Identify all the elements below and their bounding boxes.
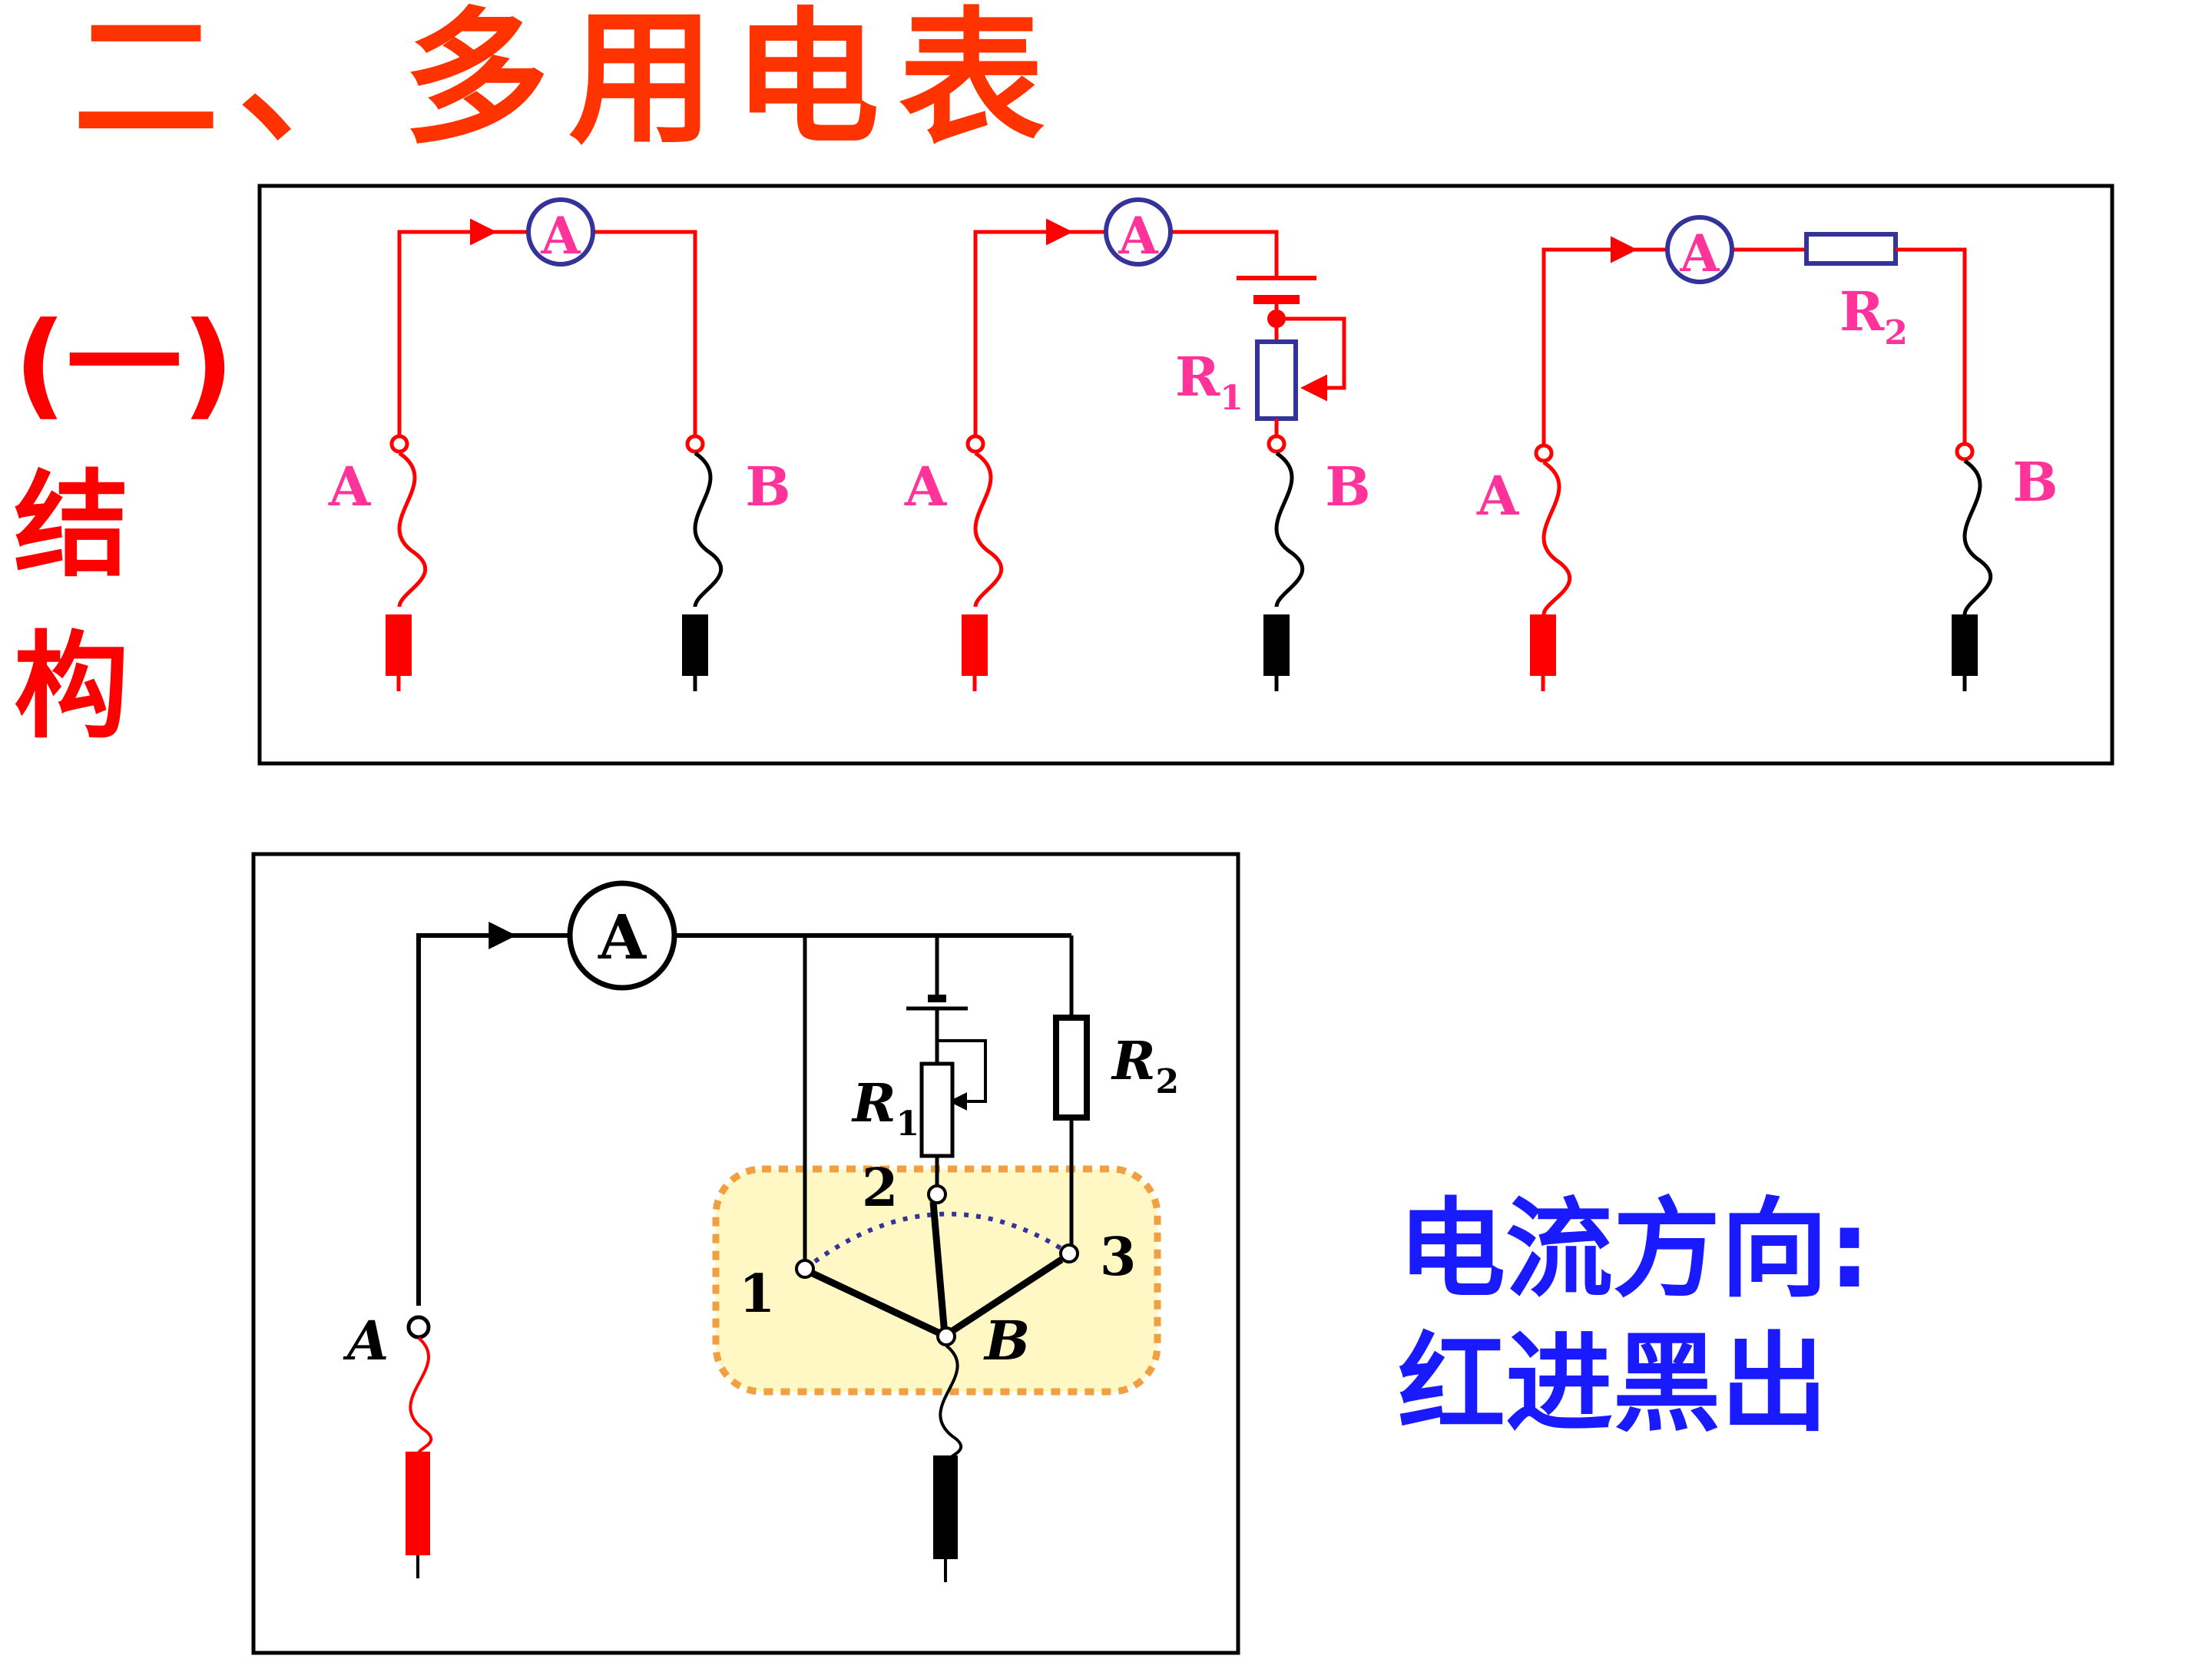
switch-pivot-b <box>936 1326 956 1346</box>
section-heading: (一)结构 <box>14 298 235 754</box>
bottom-diagram: A A B R1 <box>343 880 1179 1582</box>
ammeter-3-label: A <box>1679 224 1720 283</box>
top-diagram-1: A A B <box>328 197 791 691</box>
ammeter-2 <box>1104 197 1173 267</box>
terminal-a-3-label: A <box>1476 464 1520 528</box>
contact-1 <box>795 1259 815 1279</box>
ammeter-main <box>567 880 677 991</box>
terminal-b-1 <box>685 434 705 454</box>
r2-label: R2 <box>1839 280 1908 353</box>
terminal-a-main-label: A <box>343 1309 389 1373</box>
black-probe-1 <box>682 614 708 676</box>
resistor-r1 <box>1255 339 1298 421</box>
terminal-b-3-label: B <box>2012 450 2058 514</box>
terminal-b-main-label: B <box>983 1309 1030 1373</box>
black-probe-3 <box>1952 614 1978 676</box>
contact-3 <box>1059 1243 1079 1263</box>
black-probe-main <box>933 1455 958 1559</box>
red-probe-2 <box>962 614 988 676</box>
terminal-a-2-label: A <box>904 455 948 518</box>
top-diagram-3: A A B R2 <box>1476 215 2058 691</box>
red-probe-1 <box>386 614 412 676</box>
ammeter-1-label: A <box>540 206 581 266</box>
ammeter-3 <box>1665 215 1734 284</box>
resistor-r2 <box>1804 232 1898 266</box>
resistor-r1-bottom <box>919 1061 955 1158</box>
ammeter-1 <box>526 197 595 267</box>
red-probe-main <box>406 1452 430 1555</box>
contact-2-label: 2 <box>862 1157 898 1219</box>
red-probe-3 <box>1530 614 1556 676</box>
resistor-r2-bottom <box>1053 1015 1090 1121</box>
terminal-a-1-label: A <box>328 455 372 518</box>
terminal-a-2 <box>965 434 985 454</box>
top-diagram-2: A A B R1 <box>904 197 1371 691</box>
contact-1-label: 1 <box>739 1263 775 1325</box>
r1-bottom-label: R1 <box>851 1073 919 1144</box>
terminal-a-1 <box>389 434 409 454</box>
r1-label: R1 <box>1175 345 1243 418</box>
ammeter-main-label: A <box>598 901 647 973</box>
note-line-1: 电流方向: <box>1398 1187 1871 1313</box>
current-direction-note: 电流方向: 红进黑出 <box>1398 1183 1871 1452</box>
top-panel-frame <box>257 184 2114 766</box>
terminal-a-main <box>406 1315 431 1339</box>
black-probe-2 <box>1263 614 1290 676</box>
contact-2 <box>927 1184 947 1204</box>
bottom-panel-frame <box>251 852 1240 1655</box>
slide-title: 二、多用电表 <box>73 0 1065 164</box>
terminal-b-2-label: B <box>1325 455 1370 518</box>
terminal-b-1-label: B <box>745 455 790 518</box>
terminal-b-2 <box>1267 434 1286 454</box>
terminal-a-3 <box>1534 443 1554 463</box>
terminal-b-3 <box>1955 442 1975 462</box>
contact-3-label: 3 <box>1100 1227 1136 1288</box>
ammeter-2-label: A <box>1118 206 1158 266</box>
r2-bottom-label: R2 <box>1111 1031 1179 1101</box>
note-line-2: 红进黑出 <box>1398 1322 1829 1447</box>
